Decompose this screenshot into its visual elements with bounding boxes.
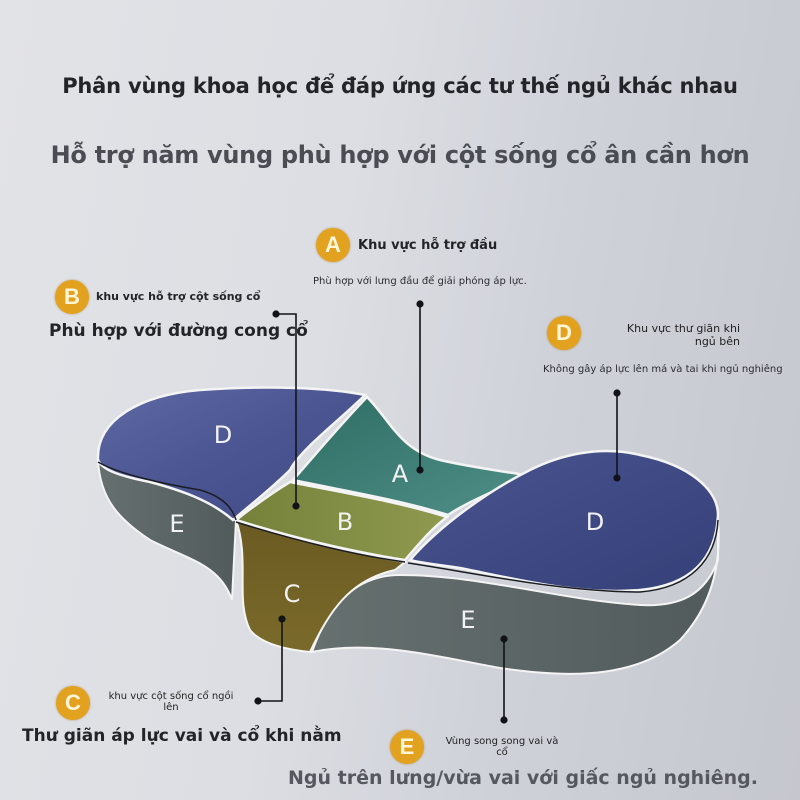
pillow-label-c: C [284, 580, 301, 608]
pillow-label-e-left: E [169, 510, 184, 538]
zone-a-desc: Phù hợp với lưng đầu để giải phóng áp lự… [313, 276, 527, 287]
zone-b-desc: Phù hợp với đường cong cổ [49, 321, 308, 341]
zone-b [233, 480, 450, 562]
zone-d-right [407, 449, 720, 593]
zone-e-name-line1: Vùng song song vai và [445, 736, 559, 747]
badge-c: C [56, 686, 90, 720]
leader-lines [254, 300, 621, 724]
zone-c-name-line2: lên [163, 702, 179, 713]
pillow-label-a: A [392, 460, 409, 488]
pillow-label-b: B [337, 508, 353, 536]
badge-a: A [316, 228, 350, 262]
pillow-label-d-left: D [214, 421, 232, 449]
pillow-label-e-right: E [460, 606, 475, 634]
zone-e-desc: Ngủ trên lưng/vừa vai với giấc ngủ nghiê… [288, 767, 758, 789]
page-title: Phân vùng khoa học để đáp ứng các tư thế… [62, 74, 738, 98]
zone-d-desc: Không gây áp lực lên má và tai khi ngủ n… [543, 364, 783, 375]
badge-d: D [547, 316, 581, 350]
pillow-label-d-right: D [586, 508, 604, 536]
zone-d-name-line1: Khu vực thư giãn khi [626, 322, 740, 335]
zone-c-name-line1: khu vực cột sống cổ ngồi [108, 691, 234, 702]
zone-e-name-line2: cổ [496, 747, 508, 758]
page-subtitle: Hỗ trợ năm vùng phù hợp với cột sống cổ … [50, 141, 750, 169]
zone-a [290, 395, 529, 517]
zone-c-desc: Thư giãn áp lực vai và cổ khi nằm [22, 726, 342, 746]
badge-e: E [390, 730, 424, 764]
zone-d-name-line2: ngủ bên [694, 335, 740, 348]
zone-d-left [96, 386, 368, 522]
zone-a-name: Khu vực hỗ trợ đầu [358, 238, 498, 253]
zone-b-name: khu vực hỗ trợ cột sống cổ [96, 290, 261, 303]
badge-b: B [55, 280, 89, 314]
